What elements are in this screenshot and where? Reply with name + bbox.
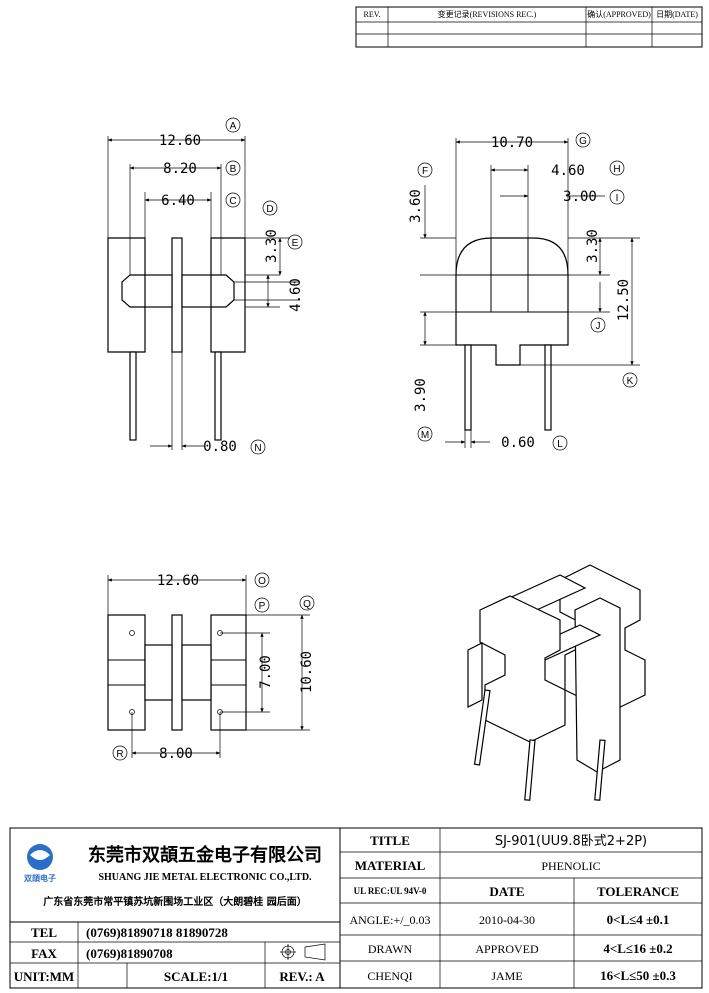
tel-label: TEL — [31, 925, 57, 940]
marker-f-label: F — [422, 166, 428, 177]
rev-label: REV.: A — [279, 969, 325, 984]
marker-h — [609, 160, 625, 176]
marker-b — [225, 160, 241, 176]
marker-i — [609, 189, 625, 205]
marker-g-label: G — [579, 136, 587, 147]
marker-i-label: I — [616, 193, 619, 204]
marker-c-label: C — [229, 196, 236, 207]
marker-d-label: D — [266, 204, 273, 215]
side-view: 10.70 4.60 3.00 3.60 3.30 12.50 3.90 0.6… — [408, 132, 640, 451]
material-label: MATERIAL — [355, 858, 426, 873]
marker-j — [590, 317, 606, 333]
marker-c — [225, 192, 241, 208]
marker-k — [622, 372, 638, 388]
company-name-cn: 东莞市双頡五金电子有限公司 — [88, 844, 322, 866]
marker-a — [225, 117, 241, 133]
marker-l-label: L — [557, 439, 563, 450]
dim-bottom-length: 10.60 — [299, 651, 315, 693]
dim-flange-top: 3.30 — [264, 229, 280, 263]
marker-q-label: Q — [303, 599, 311, 610]
title-value: SJ-901(UU9.8卧式2+2P) — [495, 834, 647, 849]
date-value: 2010-04-30 — [479, 913, 535, 927]
dim-side-top: 3.60 — [408, 189, 424, 223]
drawn-label: DRAWN — [368, 942, 413, 956]
dim-hole-spacing: 7.00 — [258, 655, 274, 689]
tolerance-row-2: 4<L≤16 ±0.2 — [603, 941, 672, 956]
fax-label: FAX — [31, 946, 57, 961]
logo-text: 双頡电子 — [24, 873, 56, 883]
dim-pin-width: 0.60 — [501, 435, 535, 451]
marker-r — [112, 745, 128, 761]
marker-k-label: K — [627, 376, 634, 387]
dim-side-core-width: 3.00 — [563, 189, 597, 205]
title-label: TITLE — [370, 833, 410, 848]
drawn-value: CHENQI — [367, 969, 412, 983]
bottom-view: 12.60 7.00 10.60 8.00 O P Q R — [107, 572, 315, 762]
company-name-en: SHUANG JIE METAL ELECTRONIC CO.,LTD. — [98, 872, 312, 883]
marker-p — [254, 597, 270, 613]
marker-r-label: R — [116, 749, 123, 760]
material-value: PHENOLIC — [541, 859, 600, 873]
dim-overall-width: 12.60 — [159, 133, 201, 149]
dim-hole-span: 8.00 — [159, 746, 193, 762]
dim-bottom-width: 12.60 — [157, 573, 199, 589]
dim-core-height: 4.60 — [288, 278, 304, 312]
tolerance-row-1: 0<L≤4 ±0.1 — [607, 912, 670, 927]
marker-o — [254, 572, 270, 588]
angle-tolerance: ANGLE:+/_0.03 — [349, 913, 430, 927]
front-view: 12.60 8.20 6.40 3.30 4.60 0.80 A B C D E… — [107, 117, 304, 455]
dim-pin-span: 8.20 — [163, 161, 197, 177]
revisions-col-header: 变更记录(REVISIONS REC.) — [438, 9, 537, 19]
date-label: DATE — [489, 884, 524, 899]
approved-label: APPROVED — [475, 942, 539, 956]
marker-h-label: H — [613, 164, 620, 175]
marker-b-label: B — [230, 164, 237, 175]
marker-e — [287, 234, 303, 250]
scale-label: SCALE:1/1 — [164, 969, 228, 984]
rev-col-header: REV. — [364, 10, 381, 19]
dim-side-height: 12.50 — [616, 279, 632, 321]
marker-g — [575, 132, 591, 148]
fax-value: (0769)81890708 — [86, 946, 173, 961]
isometric-view — [467, 564, 646, 801]
marker-a-label: A — [230, 121, 237, 132]
dim-plate-thickness: 0.80 — [203, 439, 237, 455]
marker-n-label: N — [254, 443, 261, 454]
marker-d — [262, 200, 278, 216]
ul-label: UL REC:UL 94V-0 — [354, 886, 427, 896]
approved-value: JAME — [491, 969, 522, 983]
title-block: 双頡电子 东莞市双頡五金电子有限公司 SHUANG JIE METAL ELEC… — [9, 827, 703, 989]
dim-inner-width: 6.40 — [161, 193, 195, 209]
marker-o-label: O — [258, 576, 266, 587]
marker-m-label: M — [421, 430, 429, 441]
revision-table: REV. 变更记录(REVISIONS REC.) 确认(APPROVED) 日… — [355, 6, 703, 48]
marker-j-label: J — [596, 321, 601, 332]
tolerance-label: TOLERANCE — [597, 884, 679, 899]
dim-side-core-span: 4.60 — [551, 163, 585, 179]
tel-value: (0769)81890718 81890728 — [86, 925, 228, 940]
marker-l — [552, 435, 568, 451]
dim-side-upper: 3.30 — [585, 229, 601, 263]
date-col-header: 日期(DATE) — [656, 10, 698, 19]
tolerance-row-3: 16<L≤50 ±0.3 — [600, 968, 676, 983]
marker-e-label: E — [292, 238, 299, 249]
approved-col-header: 确认(APPROVED) — [587, 9, 651, 19]
marker-n — [250, 439, 266, 455]
marker-q — [299, 595, 315, 611]
marker-p-label: P — [259, 601, 266, 612]
dim-side-width: 10.70 — [491, 135, 533, 151]
unit-label: UNIT:MM — [14, 969, 74, 984]
marker-f — [417, 162, 433, 178]
marker-m — [417, 426, 433, 442]
dim-pin-length: 3.90 — [413, 378, 429, 412]
company-address: 广东省东莞市常平镇苏坑新围场工业区（大朗碧桂 园后面） — [43, 895, 306, 908]
